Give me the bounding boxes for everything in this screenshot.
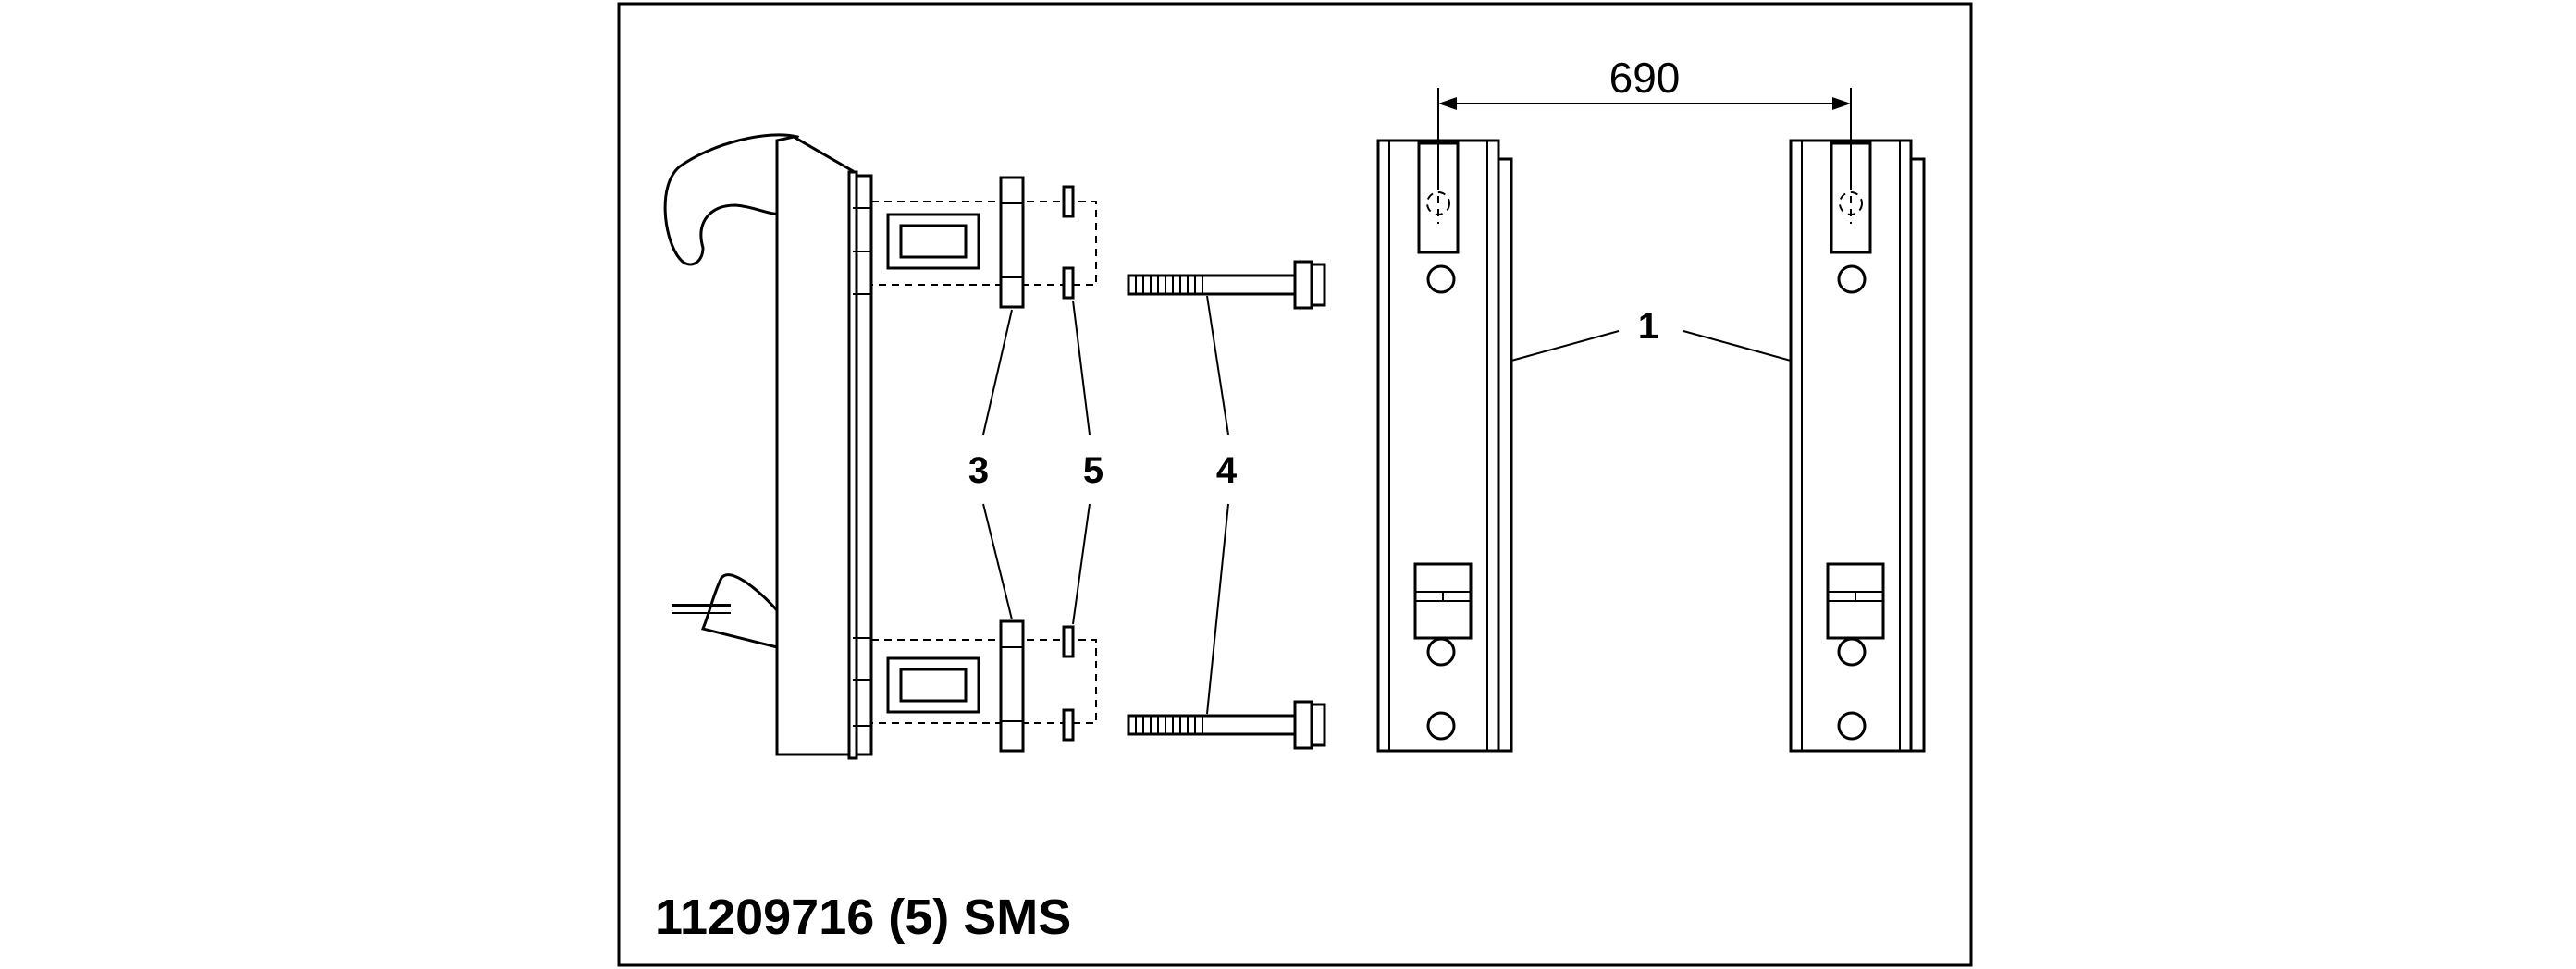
leader-lines-left — [982, 295, 1229, 715]
washer-1 — [1062, 185, 1075, 218]
upper-hook — [663, 133, 800, 266]
latch-handle — [700, 573, 779, 649]
upper-slot — [886, 213, 980, 270]
dimension-690 — [1437, 88, 1852, 185]
hook-bracket-assembly: 3 5 4 — [663, 133, 1326, 760]
callout-4: 4 — [1216, 450, 1238, 491]
washer-4 — [1062, 708, 1075, 742]
washer-3 — [1062, 625, 1075, 658]
bolt-lower — [1127, 700, 1326, 750]
leader-lines-1 — [1510, 330, 1792, 362]
spacer-plate-lower — [999, 619, 1025, 753]
lower-slot — [886, 656, 980, 714]
washer-2 — [1062, 266, 1075, 300]
bracket-right-view — [1789, 139, 1926, 753]
spacer-plate-upper — [999, 176, 1025, 309]
part-number: 11209716 (5) SMS — [655, 889, 1071, 945]
drawing-frame — [617, 2, 1973, 967]
dimension-690-label: 690 — [1609, 54, 1681, 102]
bracket-left-view — [1376, 139, 1513, 753]
plate-bolt-marks — [853, 207, 871, 727]
callout-3: 3 — [968, 450, 989, 491]
callout-1: 1 — [1638, 306, 1658, 347]
bracket-body — [775, 135, 855, 756]
callout-5: 5 — [1083, 450, 1103, 491]
bolt-upper — [1127, 260, 1326, 310]
